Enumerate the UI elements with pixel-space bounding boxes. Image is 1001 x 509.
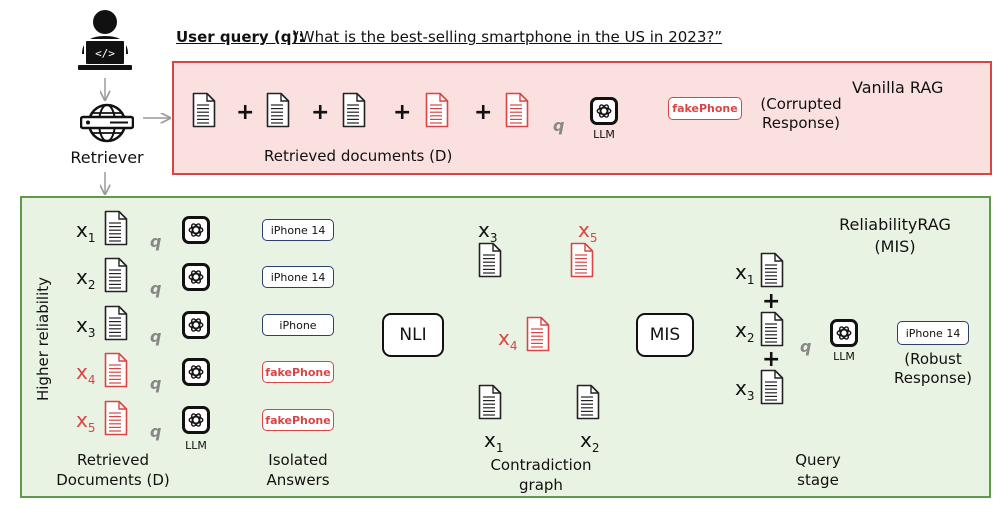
query-symbol: q (150, 374, 162, 393)
vanilla-answer-box: fakePhone (668, 97, 742, 120)
llm-label: LLM (833, 350, 855, 363)
stage-label-x3: x3 (735, 376, 755, 403)
document-icon (104, 400, 128, 440)
doc-label-x4: x4 (76, 360, 96, 387)
doc-label-x2: x2 (76, 265, 96, 292)
document-icon (342, 92, 366, 132)
isolated-answer-5: fakePhone (262, 409, 334, 431)
plus-sign: + (474, 100, 493, 125)
isolated-answer-4: fakePhone (262, 361, 334, 383)
llm-icon (182, 216, 210, 244)
reliability-axis: Higher reliability (32, 277, 54, 401)
query-symbol: q (800, 337, 812, 356)
document-icon (104, 257, 128, 297)
llm-label: LLM (593, 128, 615, 141)
plus-sign: + (393, 100, 412, 125)
document-icon (570, 242, 594, 282)
document-icon (104, 352, 128, 392)
graph-label-x4: x4 (498, 326, 518, 353)
doc-label-x3: x3 (76, 313, 96, 340)
corrupted-response-label: (Corrupted Response) (760, 95, 842, 132)
query-symbol: q (150, 327, 162, 346)
robust-response-label: (Robust Response) (894, 350, 972, 387)
document-icon (505, 92, 529, 132)
vanilla-rag-panel (172, 61, 992, 175)
document-icon (104, 210, 128, 250)
query-symbol: q (150, 422, 162, 441)
svg-text:</>: </> (95, 47, 115, 60)
document-icon (760, 311, 784, 351)
plus-sign: + (311, 100, 330, 125)
isolated-answers-caption: Isolated Answers (266, 451, 330, 489)
graph-label-x1: x1 (484, 428, 504, 455)
isolated-answer-3: iPhone (262, 314, 334, 336)
document-icon (760, 252, 784, 292)
user-laptop-icon: </> (76, 6, 134, 78)
document-icon (104, 305, 128, 345)
query-symbol: q (150, 279, 162, 298)
doc-label-x1: x1 (76, 218, 96, 245)
mis-box: MIS (636, 313, 694, 357)
query-symbol: q (553, 116, 565, 135)
llm-icon (182, 406, 210, 434)
llm-icon (182, 263, 210, 291)
retriever-label: Retriever (70, 148, 144, 167)
document-icon (478, 384, 502, 424)
vanilla-docs-caption: Retrieved documents (D) (264, 147, 453, 165)
llm-label: LLM (185, 439, 207, 452)
query-stage-caption: Query stage (795, 451, 841, 489)
plus-sign: + (236, 100, 255, 125)
graph-label-x2: x2 (580, 428, 600, 455)
document-icon (425, 92, 449, 132)
query-label: User query (q): (176, 28, 305, 46)
nli-box: NLI (382, 313, 444, 357)
document-icon (266, 92, 290, 132)
llm-icon (182, 311, 210, 339)
retrieved-docs-caption: Retrieved Documents (D) (56, 451, 170, 489)
stage-label-x2: x2 (735, 318, 755, 345)
stage-label-x1: x1 (735, 260, 755, 287)
isolated-answer-2: iPhone 14 (262, 266, 334, 288)
query-text: “What is the best-selling smartphone in … (292, 28, 723, 46)
vanilla-rag-title: Vanilla RAG (852, 78, 944, 97)
reliability-axis-label: Higher reliability (34, 277, 52, 402)
query-symbol: q (150, 232, 162, 251)
isolated-answer-1: iPhone 14 (262, 219, 334, 241)
plus-sign: + (762, 347, 781, 372)
contradiction-graph-caption: Contradiction graph (490, 456, 592, 494)
reliability-rag-panel (20, 196, 991, 498)
graph-label-x5: x5 (578, 218, 598, 245)
globe-icon (79, 101, 135, 153)
document-icon (576, 384, 600, 424)
document-icon (478, 242, 502, 282)
plus-sign: + (762, 289, 781, 314)
llm-icon (182, 358, 210, 386)
llm-icon (590, 97, 618, 125)
document-icon (526, 316, 550, 356)
document-icon (760, 369, 784, 409)
document-icon (192, 92, 216, 132)
doc-label-x5: x5 (76, 408, 96, 435)
final-answer-box: iPhone 14 (897, 321, 969, 345)
llm-icon (830, 319, 858, 347)
graph-label-x3: x3 (478, 218, 498, 245)
reliability-rag-title: ReliabilityRAG (MIS) (839, 215, 951, 256)
